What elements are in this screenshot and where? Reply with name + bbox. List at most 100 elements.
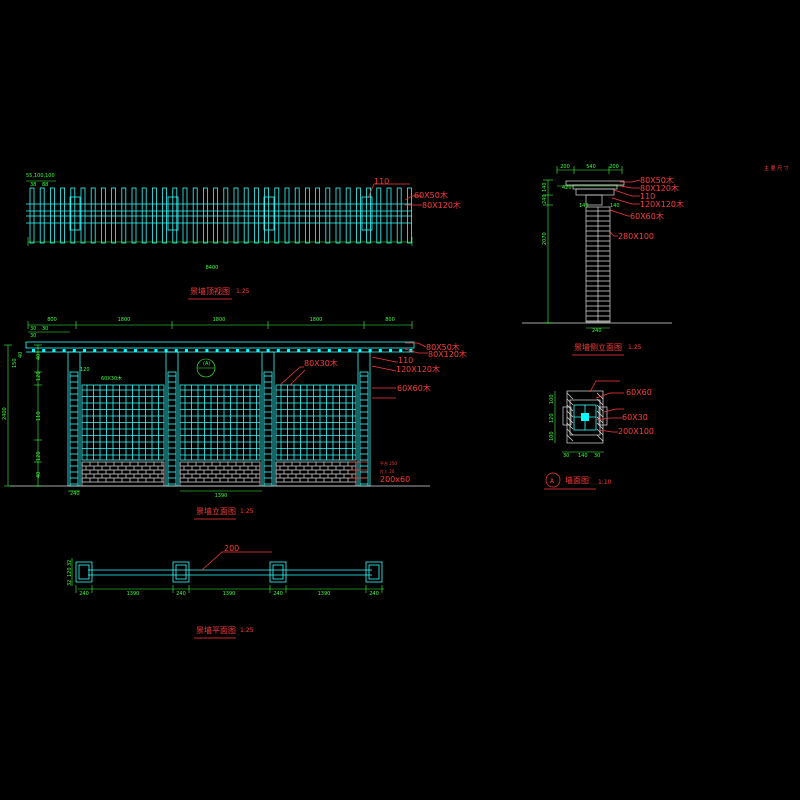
top-view-slat: [325, 187, 331, 244]
side-left-dim-3: 2070: [542, 232, 548, 245]
front-top-dim-4: 1800: [310, 317, 323, 323]
top-view-slat: [253, 187, 259, 244]
detail-hatch-line: [596, 428, 604, 436]
front-left-dim-1: 40: [36, 354, 42, 360]
top-view-slat: [355, 187, 361, 244]
front-left-dim-3: 120: [36, 371, 42, 381]
detail-left-dim-1: 100: [549, 394, 555, 404]
front-beam-rafter: [338, 349, 341, 352]
front-beam-rafter: [205, 349, 209, 352]
top-view-slat: [366, 187, 372, 244]
top-view-label-110: 110: [374, 177, 389, 186]
detail-hatch-line: [566, 404, 574, 412]
front-view-scale: 1:25: [240, 508, 254, 515]
side-view-title: 景墙侧立面图: [574, 342, 622, 352]
front-bottom-dim-2: 240: [70, 491, 80, 497]
front-beam-rafter: [307, 349, 311, 352]
detail-hatch-line: [596, 422, 604, 430]
front-label-200x60: 200x60: [380, 475, 410, 484]
front-view-title: 景墙立面图: [196, 506, 236, 516]
top-view-slat: [192, 187, 198, 244]
front-beam-rafter: [134, 349, 137, 352]
top-view-slat: [304, 187, 310, 244]
top-view-slat: [294, 187, 300, 244]
detail-bottom-dim-2: 140: [578, 453, 588, 459]
front-label-120x120: 120X120木: [396, 364, 440, 374]
front-view: 800 1800 1800 1800 800 30 30 30 40 110 1…: [2, 317, 467, 520]
front-label-60x60: 60X60木: [397, 383, 431, 393]
plan-view: 200 240 1390 240 1390 240 1390 240 32 12…: [67, 544, 384, 639]
front-small-dim-3: 30: [30, 333, 36, 339]
detail-hatch-line: [596, 398, 604, 406]
front-height-dim: 2400: [2, 407, 8, 420]
side-label-120x120: 120X120木: [640, 199, 684, 209]
detail-hatch-line: [566, 428, 574, 436]
front-post-inner: [263, 371, 273, 487]
front-small-dim-2: 30: [42, 326, 48, 332]
detail-hatch-line: [566, 422, 574, 430]
front-beam-rafter: [297, 349, 301, 352]
plan-post-inner: [175, 564, 187, 580]
plan-post: [172, 561, 190, 583]
top-view-label-80x50: 60X50木: [414, 190, 448, 200]
front-left-dim-6: 120: [36, 451, 42, 461]
front-inner-120: 120: [80, 367, 90, 373]
detail-hatch-line: [566, 434, 574, 442]
front-label-80x120: 80X120木: [428, 349, 467, 359]
front-beam-rafter: [144, 349, 148, 352]
front-post-inner: [167, 371, 177, 487]
side-label-60x60: 60X60木: [630, 211, 664, 221]
detail-hatch-line: [596, 434, 604, 442]
plan-dim-6: 1390: [318, 591, 331, 597]
front-small-dim-1: 30: [30, 326, 36, 332]
front-beam-rafter: [225, 349, 229, 352]
detail-left-dim-2: 120: [549, 413, 555, 423]
top-view-slat: [264, 187, 270, 244]
top-view-slat: [274, 187, 280, 244]
front-beam-rafter: [236, 349, 239, 352]
front-beam-rafter: [358, 349, 362, 352]
side-top-dim-3: 200: [609, 164, 619, 170]
top-view-slat: [284, 187, 290, 244]
top-view-slat: [162, 187, 168, 244]
side-left-dim-2: 240: [542, 194, 548, 204]
top-view-label-80x120: 80X120木: [422, 200, 461, 210]
top-view-slat: [396, 187, 402, 244]
front-beam-rafter: [164, 349, 168, 352]
top-view-slat: [386, 187, 392, 244]
top-view-slat: [131, 187, 137, 244]
corner-note: 主 要 尺 寸: [764, 165, 789, 172]
top-view-scale: 1:25: [236, 288, 250, 295]
top-view-top-dim-2: 38: [30, 182, 36, 188]
plan-post: [75, 561, 93, 583]
front-beam-rafter: [378, 349, 382, 352]
detail-left-dim-3: 100: [549, 431, 555, 441]
front-top-dim-2: 1800: [118, 317, 131, 323]
front-beam-rafter: [185, 349, 188, 352]
front-label-80x30: 80X30木: [304, 358, 338, 368]
front-inner-60x30: 60X30木: [101, 375, 122, 382]
detail-hatch-line: [596, 416, 604, 424]
plan-post-inner: [272, 564, 284, 580]
top-view-slat: [223, 187, 229, 244]
side-label-80x120: 80X120木: [640, 183, 679, 193]
front-beam-rafter: [368, 349, 372, 352]
front-label-insert: 片入 20: [380, 468, 395, 474]
top-view-slat: [406, 187, 412, 244]
detail-bottom-dim-1: 30: [563, 453, 569, 459]
front-left-dim-7: 40: [18, 352, 24, 358]
plan-post-inner: [78, 564, 90, 580]
detail-hatch-line: [566, 410, 574, 418]
front-beam-rafter: [287, 349, 290, 352]
plan-label: 200: [224, 544, 239, 553]
top-view-slat: [101, 187, 106, 244]
top-view-slat: [233, 187, 239, 244]
plan-dim-1: 240: [79, 591, 89, 597]
front-left-dim-4: 40: [36, 472, 42, 478]
detail-label-60x30: 60X30: [622, 413, 648, 422]
detail-hatch-line: [596, 410, 604, 418]
front-label-platform: 平台 250: [380, 460, 397, 466]
plan-view-title: 景墙平面图: [196, 625, 236, 635]
side-label-280x100: 280X100: [618, 232, 654, 241]
front-left-dim-2: 110: [36, 411, 42, 421]
